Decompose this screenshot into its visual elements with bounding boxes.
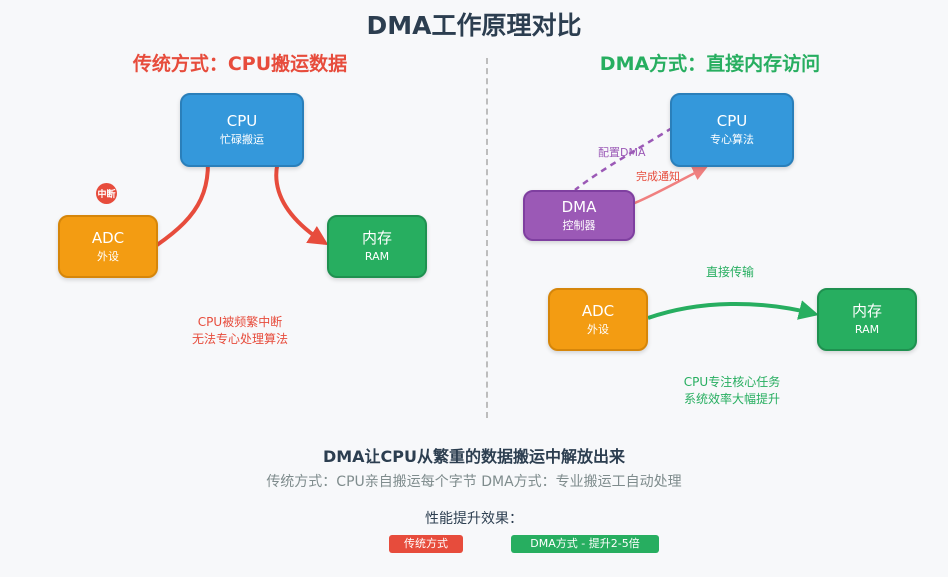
direct-transfer-arrow <box>647 300 819 320</box>
traditional-note-line1: CPU被频繁中断 <box>197 315 283 329</box>
traditional-note: CPU被频繁中断 无法专心处理算法 <box>140 314 340 348</box>
traditional-heading: 传统方式：CPU搬运数据 <box>132 53 348 75</box>
ram-label: 内存 <box>851 301 882 320</box>
config-dma-arrow <box>574 126 673 191</box>
summary-compare: 传统方式：CPU亲自搬运每个字节 DMA方式：专业搬运工自动处理 <box>266 474 682 490</box>
done-notify-arrow <box>629 166 708 207</box>
done-notify-label: 完成通知 <box>636 170 680 183</box>
adc-desc: 外设 <box>97 249 119 263</box>
adc-desc: 外设 <box>587 322 609 336</box>
center-divider <box>486 58 488 418</box>
dma-note-line1: CPU专注核心任务 <box>683 375 781 389</box>
dma-controller-box: DMA 控制器 <box>523 190 635 241</box>
cpu-desc: 专心算法 <box>710 133 754 146</box>
ram-box-right: 内存 RAM <box>817 288 917 351</box>
adc-label: ADC <box>581 301 615 320</box>
dma-label: DMA <box>561 197 597 216</box>
cpu-desc: 忙碌搬运 <box>220 133 264 146</box>
cpu-label: CPU <box>716 112 748 130</box>
cpu-label: CPU <box>226 112 258 130</box>
performance-title: 性能提升效果： <box>425 511 523 527</box>
dma-desc: 控制器 <box>562 218 596 232</box>
summary-headline: DMA让CPU从繁重的数据搬运中解放出来 <box>322 447 626 466</box>
interrupt-badge: 中断 <box>96 183 117 204</box>
dma-note: CPU专注核心任务 系统效率大幅提升 <box>632 374 832 408</box>
adc-label: ADC <box>91 228 125 247</box>
page-title: DMA工作原理对比 <box>366 11 582 40</box>
config-dma-label: 配置DMA <box>598 146 646 159</box>
ram-box-left: 内存 RAM <box>327 215 427 278</box>
direct-transfer-label: 直接传输 <box>705 265 754 279</box>
cpu-busy-box: CPU 忙碌搬运 <box>180 93 304 167</box>
dma-note-line2: 系统效率大幅提升 <box>683 392 780 406</box>
ram-label: 内存 <box>361 228 392 247</box>
traditional-badge: 传统方式 <box>389 535 463 553</box>
ram-desc: RAM <box>364 249 390 263</box>
dma-heading: DMA方式：直接内存访问 <box>599 53 821 75</box>
dma-badge: DMA方式 - 提升2-5倍 <box>511 535 659 553</box>
traditional-note-line2: 无法专心处理算法 <box>191 332 288 346</box>
adc-box-left: ADC 外设 <box>58 215 158 278</box>
ram-desc: RAM <box>854 322 880 336</box>
adc-box-right: ADC 外设 <box>548 288 648 351</box>
cpu-focus-box: CPU 专心算法 <box>670 93 794 167</box>
